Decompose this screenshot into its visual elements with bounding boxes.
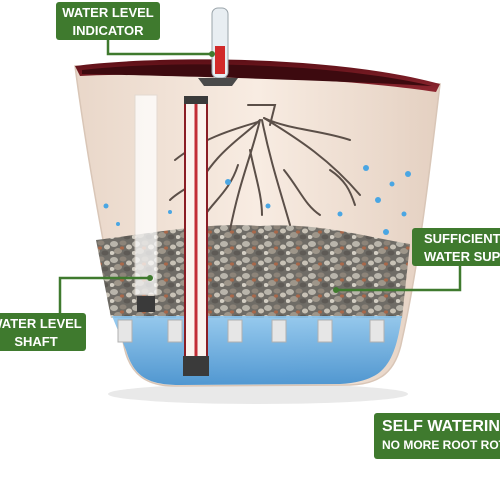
connector-lines <box>58 40 462 313</box>
pot-inner-rim <box>82 64 432 86</box>
connector-dot-indicator <box>209 51 215 57</box>
connector-dot-supply <box>333 287 339 293</box>
gravel-layer <box>96 225 410 318</box>
sufficient-water-supply-line1: SUFFICIENT <box>424 231 500 246</box>
sufficient-water-supply-line2: WATER SUPPLY <box>424 249 500 264</box>
water-level-shaft-label: WATER LEVEL SHAFT <box>0 313 86 351</box>
self-watering-line1: SELF WATERING <box>382 418 500 435</box>
water-droplet-icon <box>103 165 411 235</box>
connector-dot-shaft <box>147 275 153 281</box>
connector-indicator <box>106 40 212 56</box>
connector-shaft <box>58 276 150 313</box>
water-level-indicator-label: WATER LEVEL INDICATOR <box>56 2 160 40</box>
self-watering-label: SELF WATERING NO MORE ROOT ROT <box>374 413 500 459</box>
water-level-shaft-line2: SHAFT <box>14 334 58 349</box>
water-level-shaft <box>134 94 158 312</box>
water-level-indicator-line1: WATER LEVEL <box>62 5 154 20</box>
water-level-shaft-line1: WATER LEVEL <box>0 316 82 331</box>
connector-supply <box>336 266 462 292</box>
water-reservoir <box>112 316 402 385</box>
sufficient-water-supply-label: SUFFICIENT WATER SUPPLY <box>412 228 500 266</box>
pot-shadow <box>108 384 408 404</box>
self-watering-line2: NO MORE ROOT ROT <box>382 438 500 452</box>
water-level-indicator-line2: INDICATOR <box>72 23 144 38</box>
wick-feet <box>117 319 385 343</box>
water-level-indicator-icon <box>183 7 238 376</box>
